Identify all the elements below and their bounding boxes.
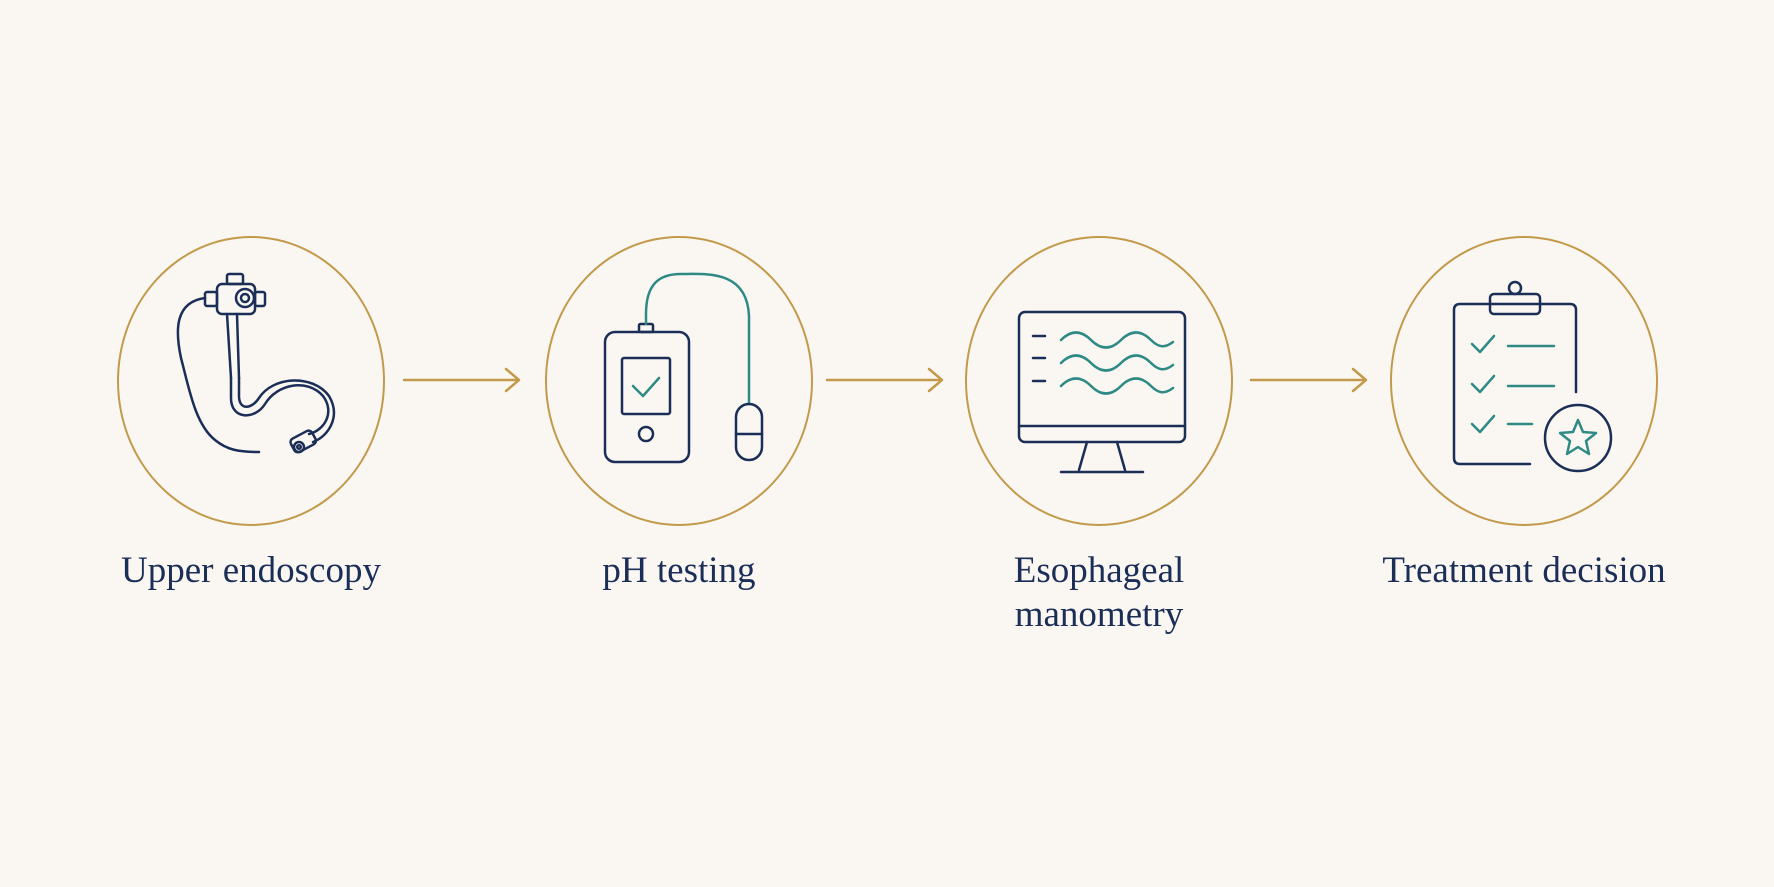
clipboard-checklist-star-icon (1452, 280, 1613, 473)
step-2-label: pH testing (602, 550, 756, 591)
monitor-waveform-icon (1017, 310, 1187, 474)
step-1-label: Upper endoscopy (121, 550, 381, 591)
step-4-label: Treatment decision (1382, 550, 1666, 591)
step-2-circle (545, 236, 813, 526)
arrow-right-icon (1249, 367, 1368, 393)
ph-monitor-icon (603, 272, 764, 464)
step-1-circle (117, 236, 385, 526)
arrow-right-icon (402, 367, 521, 393)
endoscope-icon (176, 272, 336, 454)
step-3-circle (965, 236, 1233, 526)
arrow-right-icon (825, 367, 944, 393)
step-4-circle (1390, 236, 1658, 526)
step-3-label: Esophageal manometry (1013, 550, 1185, 635)
